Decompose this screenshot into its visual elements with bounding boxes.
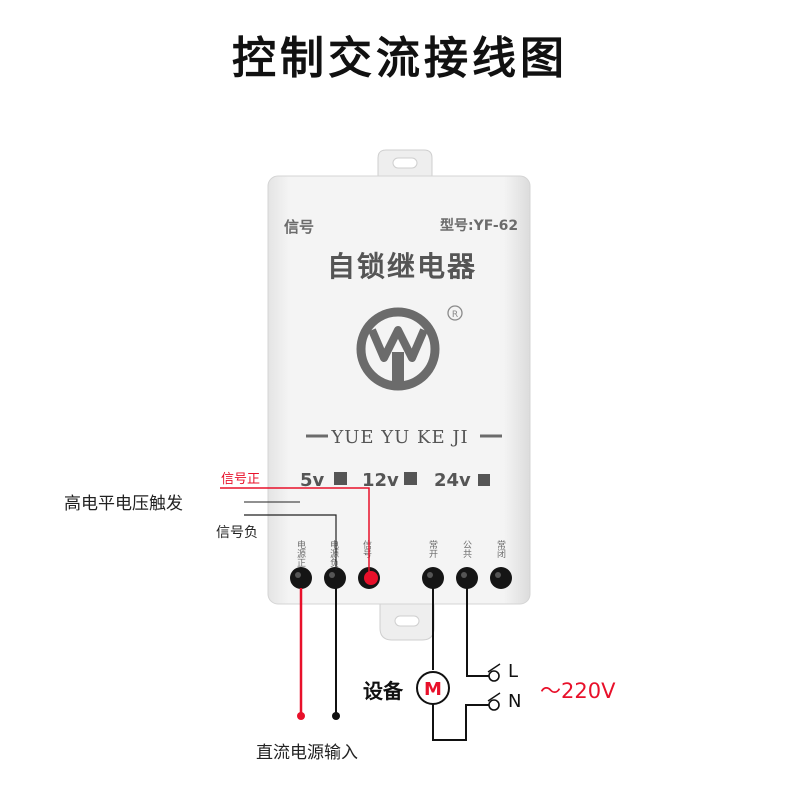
terminal-label-signal: 信号 — [361, 539, 372, 559]
top-mount-hole — [392, 157, 418, 169]
voltage-5v-box — [334, 472, 347, 485]
terminal-power-positive — [290, 567, 312, 589]
signal-positive-label: 信号正 — [221, 472, 261, 487]
voltage-24v-box — [478, 474, 490, 486]
signal-label: 信号 — [284, 218, 314, 236]
dc-input-label: 直流电源输入 — [256, 743, 358, 763]
dc-positive-dot — [297, 712, 305, 720]
motor-label: M — [424, 679, 442, 700]
terminal-common — [456, 567, 478, 589]
neutral-terminal — [488, 699, 500, 711]
terminal-label-normally-open: 常开 — [427, 539, 438, 559]
terminal-power-negative — [324, 567, 346, 589]
signal-positive-wire — [220, 487, 370, 574]
terminal-signal — [358, 567, 380, 589]
neutral-switch-line — [487, 692, 501, 702]
voltage-12v: 12v — [362, 470, 399, 491]
bottom-mount-hole — [394, 615, 420, 627]
dc-negative-dot — [332, 712, 340, 720]
signal-negative-wire — [244, 514, 337, 570]
live-label: L — [508, 661, 519, 682]
model-label: 型号:YF-62 — [440, 217, 518, 234]
common-to-live-wire — [466, 588, 490, 677]
registered-mark: R — [452, 310, 458, 320]
registered-mark-ring — [447, 305, 463, 321]
live-switch-line — [487, 663, 501, 673]
brand-text: YUE YU KE JI — [330, 427, 468, 448]
ac-voltage-label: ～220V — [540, 679, 616, 703]
motor-to-neutral-wire — [432, 704, 490, 741]
terminal-normally-open — [422, 567, 444, 589]
terminal-label-power-positive: 电源正 — [295, 539, 306, 567]
terminal-label-normally-closed: 常闭 — [495, 539, 506, 559]
terminal-normally-closed — [490, 567, 512, 589]
device-name: 自锁继电器 — [327, 250, 477, 283]
signal-negative-label: 信号负 — [216, 525, 258, 541]
terminal-label-power-negative: 电源负 — [328, 539, 339, 568]
voltage-24v: 24v — [434, 470, 471, 491]
voltage-5v: 5v — [300, 470, 325, 491]
voltage-12v-box — [404, 472, 417, 485]
page-title: 控制交流接线图 — [232, 33, 568, 84]
terminal-label-common: 公共 — [461, 540, 472, 559]
neutral-label: N — [508, 691, 522, 712]
live-terminal — [488, 670, 500, 682]
equipment-label: 设备 — [363, 679, 403, 703]
brand-logo — [356, 307, 440, 391]
high-level-trigger-label: 高电平电压触发 — [64, 494, 183, 514]
